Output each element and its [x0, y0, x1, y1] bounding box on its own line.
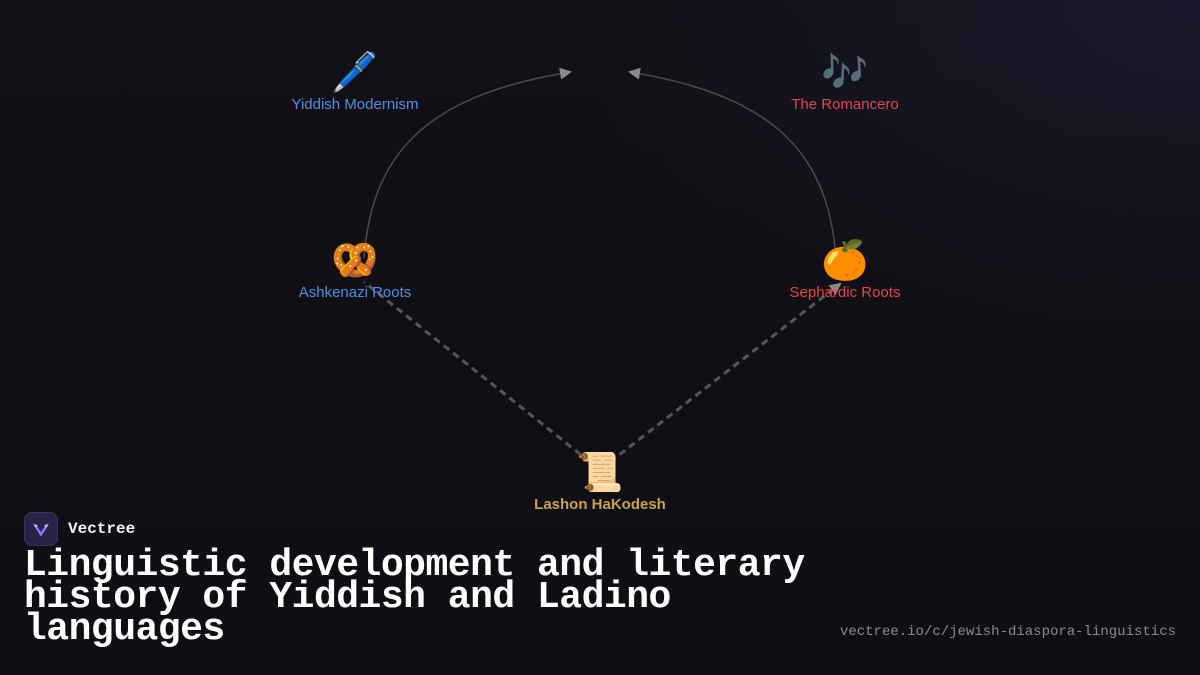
- node-label: Ashkenazi Roots: [298, 284, 412, 301]
- orange-icon: 🍊: [821, 238, 869, 282]
- brand-name: Vectree: [68, 520, 136, 538]
- edge-sephardic-to-top: [628, 67, 837, 259]
- node-lashon-hakodesh[interactable]: 📜 Lashon HaKodesh: [500, 450, 700, 514]
- node-sephardic-roots[interactable]: 🍊 Sephardic Roots: [745, 238, 945, 302]
- scroll-icon: 📜: [576, 450, 624, 494]
- edge-lashon-to-ashkenazi: [363, 280, 591, 464]
- node-label: The Romancero: [791, 96, 899, 113]
- node-yiddish-modernism[interactable]: 🖊️ Yiddish Modernism: [255, 50, 455, 114]
- edge-ashkenazi-to-top: [363, 67, 572, 259]
- edge-lashon-to-sephardic: [609, 282, 842, 464]
- brand[interactable]: Vectree: [24, 512, 135, 546]
- pen-icon: 🖊️: [331, 50, 379, 94]
- node-label: Sephardic Roots: [789, 284, 901, 301]
- page-title: Linguistic development and literary hist…: [24, 544, 805, 651]
- pretzel-icon: 🥨: [331, 238, 379, 282]
- node-ashkenazi-roots[interactable]: 🥨 Ashkenazi Roots: [255, 238, 455, 302]
- vectree-logo-icon: [24, 512, 58, 546]
- node-label: Lashon HaKodesh: [534, 496, 666, 513]
- page-url[interactable]: vectree.io/c/jewish-diaspora-linguistics: [839, 624, 1176, 640]
- music-notes-icon: 🎶: [821, 50, 869, 94]
- node-label: Yiddish Modernism: [291, 96, 419, 113]
- node-romancero[interactable]: 🎶 The Romancero: [745, 50, 945, 114]
